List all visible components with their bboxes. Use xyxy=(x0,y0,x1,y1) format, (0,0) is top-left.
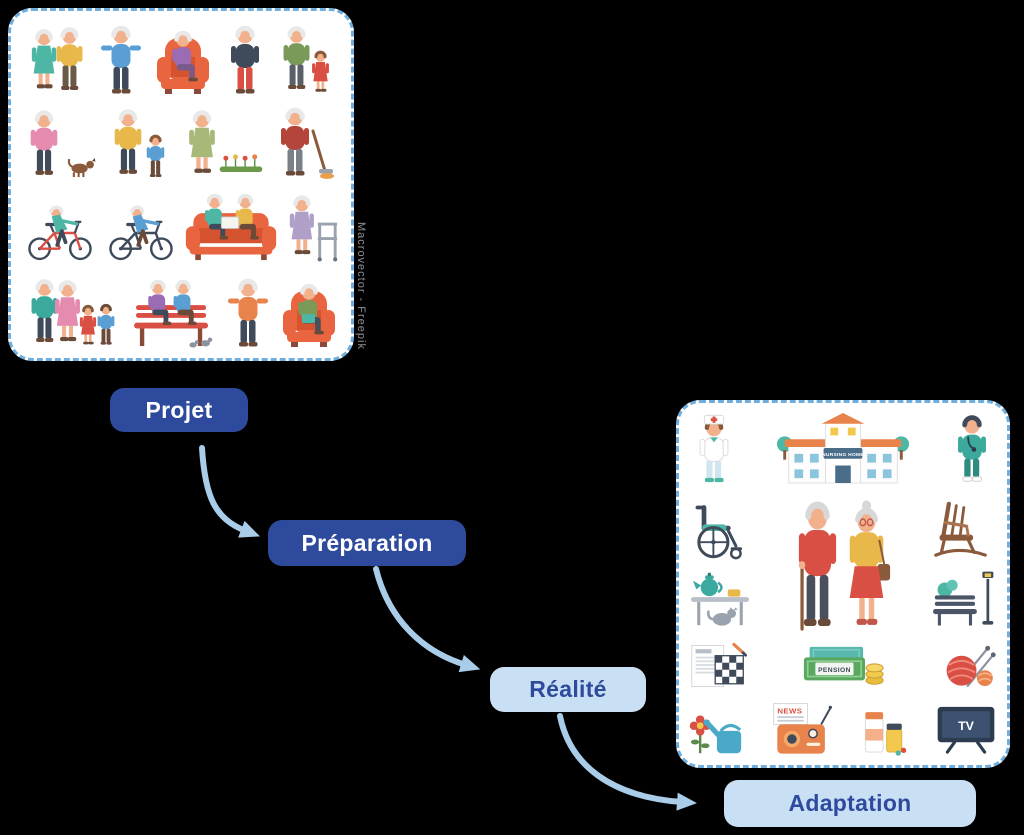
medicine-icon xyxy=(865,712,907,756)
couple-reading-on-sofa-icon xyxy=(185,192,276,260)
doctor-icon xyxy=(958,415,986,482)
newspaper-crossword-icon xyxy=(691,643,747,688)
nursing-home-building-icon: NURSING HOME xyxy=(776,413,910,484)
senior-exercising-icon xyxy=(101,25,141,95)
attribution-text: Macrovector - Freepik xyxy=(355,222,367,350)
nursing-home-sign: NURSING HOME xyxy=(822,452,864,458)
senior-cyclist-icon xyxy=(27,203,92,261)
tea-set-icon xyxy=(691,572,749,626)
granny-watering-flowers-icon xyxy=(183,107,263,179)
arrow-projet-to-preparation xyxy=(199,445,260,538)
illustration-row: PENSION xyxy=(689,640,997,692)
rocking-chair-icon xyxy=(934,501,987,557)
illustration-row xyxy=(19,21,343,95)
pension-money-icon: PENSION xyxy=(803,647,884,686)
illustration-row xyxy=(19,107,343,180)
elderly-couple-standing-icon xyxy=(26,23,88,95)
bench-streetlamp-icon xyxy=(933,571,994,626)
senior-jogging-icon xyxy=(225,25,265,95)
radio-news-icon: NEWS xyxy=(772,702,832,754)
senior-cyclist-icon xyxy=(108,203,173,261)
couple-on-bench-with-birds-icon xyxy=(133,274,213,348)
granny-in-armchair-icon xyxy=(156,21,209,94)
illustration-row xyxy=(689,496,997,632)
illustration-row xyxy=(19,192,343,262)
nursing-home-panel: NURSING HOME xyxy=(676,400,1010,768)
active-seniors-panel xyxy=(8,8,354,361)
flow-step-preparation: Préparation xyxy=(268,520,466,566)
grandpa-walking-with-boy-icon xyxy=(109,107,166,179)
nurse-icon xyxy=(699,414,729,483)
wheelchair-icon xyxy=(695,504,743,559)
arrow-realite-to-adaptation xyxy=(557,713,697,811)
flow-step-adaptation: Adaptation xyxy=(724,780,976,827)
man-raking-leaves-icon xyxy=(275,107,334,180)
flow-step-realite: Réalité xyxy=(490,667,646,712)
senior-exercising-icon xyxy=(228,278,268,348)
grandpa-with-grandchild-icon xyxy=(278,23,331,94)
pension-label: PENSION xyxy=(818,668,851,675)
watering-can-flower-icon xyxy=(689,715,742,754)
woman-jogging-with-dog-icon xyxy=(25,107,96,179)
knitting-yarn-icon xyxy=(946,646,996,688)
granny-with-walker-icon xyxy=(284,192,339,262)
elderly-couple-icon xyxy=(798,500,891,631)
grandpa-reading-in-armchair-icon xyxy=(282,274,335,347)
illustration-row: NEWS TV xyxy=(689,701,997,757)
tv-label: TV xyxy=(958,719,975,733)
family-walking-icon xyxy=(26,276,116,347)
illustration-column xyxy=(933,496,997,632)
illustration-column xyxy=(689,496,751,632)
illustration-row: NURSING HOME xyxy=(689,411,997,487)
flow-step-projet: Projet xyxy=(110,388,248,432)
news-label: NEWS xyxy=(777,706,802,715)
illustration-row xyxy=(19,274,343,348)
arrow-preparation-to-realite xyxy=(373,566,481,673)
tv-icon: TV xyxy=(937,706,995,754)
